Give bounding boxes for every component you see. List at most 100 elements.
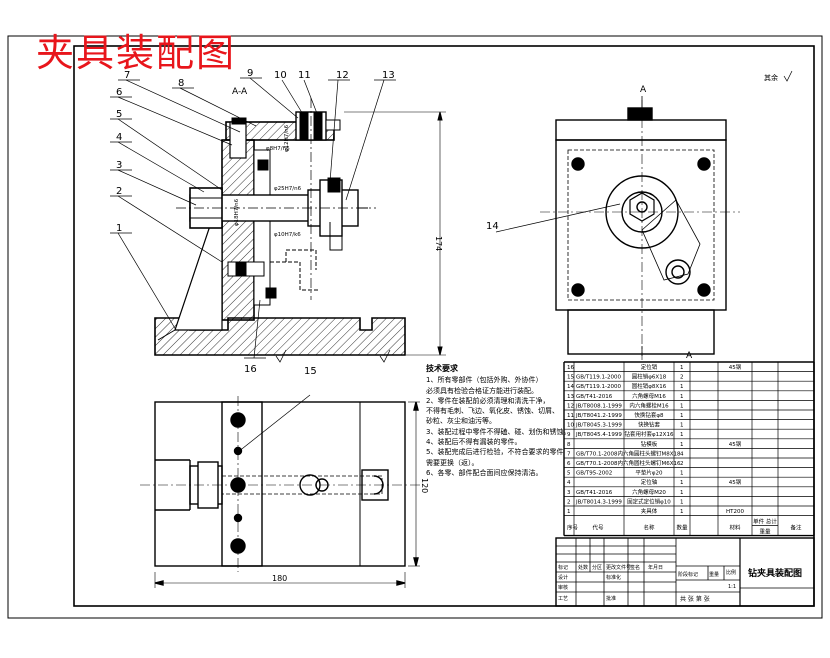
roughness-note: 其余 <box>764 73 778 82</box>
bom-cell-qty: 1 <box>680 509 684 515</box>
tb-design: 设计 <box>558 574 568 581</box>
tb-weight: 重量 <box>709 571 719 578</box>
callout-2: 2 <box>116 186 122 197</box>
tech-note-line: 必须具有检验合格证方能进行装配。 <box>426 386 538 395</box>
bom-cell-material: 45钢 <box>729 440 742 448</box>
tb-header-5: 签名 <box>630 564 640 571</box>
bom-cell-material: 45钢 <box>729 478 742 486</box>
bom-cell-name: 钻模板 <box>641 440 658 448</box>
bom-cell-qty: 1 <box>680 403 684 409</box>
bom-cell-name: 六角螺母M16 <box>632 392 666 400</box>
bom-cell-name: 快换钻套 <box>638 421 661 429</box>
bom-cell-qty: 1 <box>680 490 684 496</box>
bom-cell-no: 13 <box>567 394 574 400</box>
technical-requirements: 技术要求 1、所有零部件（包括外购、外协件） 必须具有检验合格证方能进行装配。 … <box>426 364 586 478</box>
bom-cell-code: GB/T95-2002 <box>576 471 612 477</box>
tb-approve: 批准 <box>606 595 616 602</box>
bom-cell-no: 6 <box>567 461 571 467</box>
dimension-width: 180 <box>272 574 287 583</box>
bom-cell-name: 快换钻套φ8 <box>634 411 664 419</box>
bom-cell-name: 圆柱销φ8X16 <box>632 382 667 390</box>
bom-cell-no: 7 <box>567 451 571 457</box>
bom-header-remark: 备注 <box>790 524 802 532</box>
tech-note-line: 3、装配过程中零件不得磕、碰、划伤和锈蚀。 <box>426 427 571 436</box>
bom-cell-no: 15 <box>567 375 574 381</box>
bom-cell-qty: 1 <box>680 423 684 429</box>
bom-cell-code: GB/T119.1-2000 <box>576 384 621 390</box>
callout-1: 1 <box>116 223 122 234</box>
tb-scale-label: 比例 <box>726 569 736 576</box>
callout-9: 9 <box>247 68 253 79</box>
fit-2: φ12H7/n6 <box>284 124 290 152</box>
bom-cell-no: 12 <box>567 403 574 409</box>
callout-11: 11 <box>298 70 311 81</box>
bom-cell-qty: 1 <box>680 499 684 505</box>
bom-cell-code: GB/T70.1-2008 <box>576 451 618 457</box>
tb-header-2: 处数 <box>578 564 588 571</box>
callout-3: 3 <box>116 160 122 171</box>
section-view-front <box>154 98 446 356</box>
tb-review: 审核 <box>558 584 568 591</box>
bom-cell-qty: 1 <box>680 480 684 486</box>
bom-cell-material: HT200 <box>726 509 744 515</box>
bom-cell-no: 9 <box>567 432 571 438</box>
bom-cell-code: JB/T8045.4-1999 <box>575 432 622 438</box>
bom-cell-name: 定位轴 <box>641 478 658 486</box>
bom-header-weight: 单件 总计 <box>753 518 777 526</box>
tb-header-1: 标记 <box>558 564 568 571</box>
section-mark-top: A <box>640 85 647 95</box>
outer-frame <box>7 35 823 619</box>
bom-cell-name: 钻套用衬套φ12X16 <box>625 430 674 438</box>
callout-12: 12 <box>336 70 349 81</box>
bom-cell-qty: 1 <box>680 471 684 477</box>
bom-cell-code: GB/T41-2016 <box>576 394 613 400</box>
bom-header-name: 名称 <box>643 524 655 532</box>
bom-cell-code: GB/T41-2016 <box>576 490 613 496</box>
tb-process: 工艺 <box>558 596 568 602</box>
drawing-name: 钻夹具装配图 <box>748 567 802 579</box>
bom-cell-qty: 1 <box>680 442 684 448</box>
tech-note-line: 砂粒、灰尘和油污等。 <box>426 417 496 426</box>
bom-cell-name: 平垫片φ20 <box>635 469 663 477</box>
bom-cell-qty: 4 <box>680 451 684 457</box>
callout-13: 13 <box>382 70 395 81</box>
bom-cell-no: 11 <box>567 413 574 419</box>
title-block <box>555 537 815 607</box>
bom-cell-no: 3 <box>567 490 571 496</box>
callout-4: 4 <box>116 132 122 143</box>
tech-note-line: 不得有毛刺、飞边、氧化皮、锈蚀、切屑、 <box>426 407 559 416</box>
bom-table-lines <box>563 361 815 537</box>
bom-cell-code: JB/T8014.3-1999 <box>575 499 622 505</box>
bom-cell-no: 5 <box>567 471 571 477</box>
view-label: A-A <box>232 87 248 97</box>
fit-4: φ25H7/n6 <box>274 186 302 192</box>
inner-frame <box>73 45 815 607</box>
bom-cell-qty: 1 <box>680 413 684 419</box>
bom-cell-qty: 2 <box>680 375 684 381</box>
bom-cell-code: JB/T8045.3-1999 <box>575 423 622 429</box>
page-title: 夹具装配图 <box>36 31 237 75</box>
tech-note-line: 5、装配完成后进行检验，不符合要求的零件 <box>426 448 564 457</box>
tb-standard: 标准化 <box>606 574 621 581</box>
callout-7: 7 <box>124 70 130 81</box>
callout-10: 10 <box>274 70 287 81</box>
callout-14: 14 <box>486 221 499 232</box>
dimension-height: 174 <box>434 236 443 251</box>
tb-header-6: 年月日 <box>648 564 663 571</box>
callout-6: 6 <box>116 87 122 98</box>
bom-cell-no: 16 <box>567 365 574 371</box>
bom-cell-name: 圆柱销φ6X18 <box>632 373 667 381</box>
bom-cell-name: 内六角圆柱头螺钉M6X16 <box>617 459 681 467</box>
bom-header-qty: 数量 <box>676 524 688 532</box>
tb-header-4: 更改文件号 <box>606 564 631 571</box>
bom-cell-no: 4 <box>567 480 571 486</box>
bom-cell-qty: 1 <box>680 365 684 371</box>
title-block-text: 标记 处数 分区 更改文件号 签名 年月日 设计 标准化 审核 工艺 批准 阶段… <box>558 564 736 603</box>
tb-sheets: 共 张 第 张 <box>680 595 710 603</box>
bom-cell-no: 2 <box>567 499 571 505</box>
bom-cell-code: JB/T8008.1-1999 <box>575 403 622 409</box>
bom-cell-code: JB/T8041.2-1999 <box>575 413 622 419</box>
callout-5: 5 <box>116 109 122 120</box>
